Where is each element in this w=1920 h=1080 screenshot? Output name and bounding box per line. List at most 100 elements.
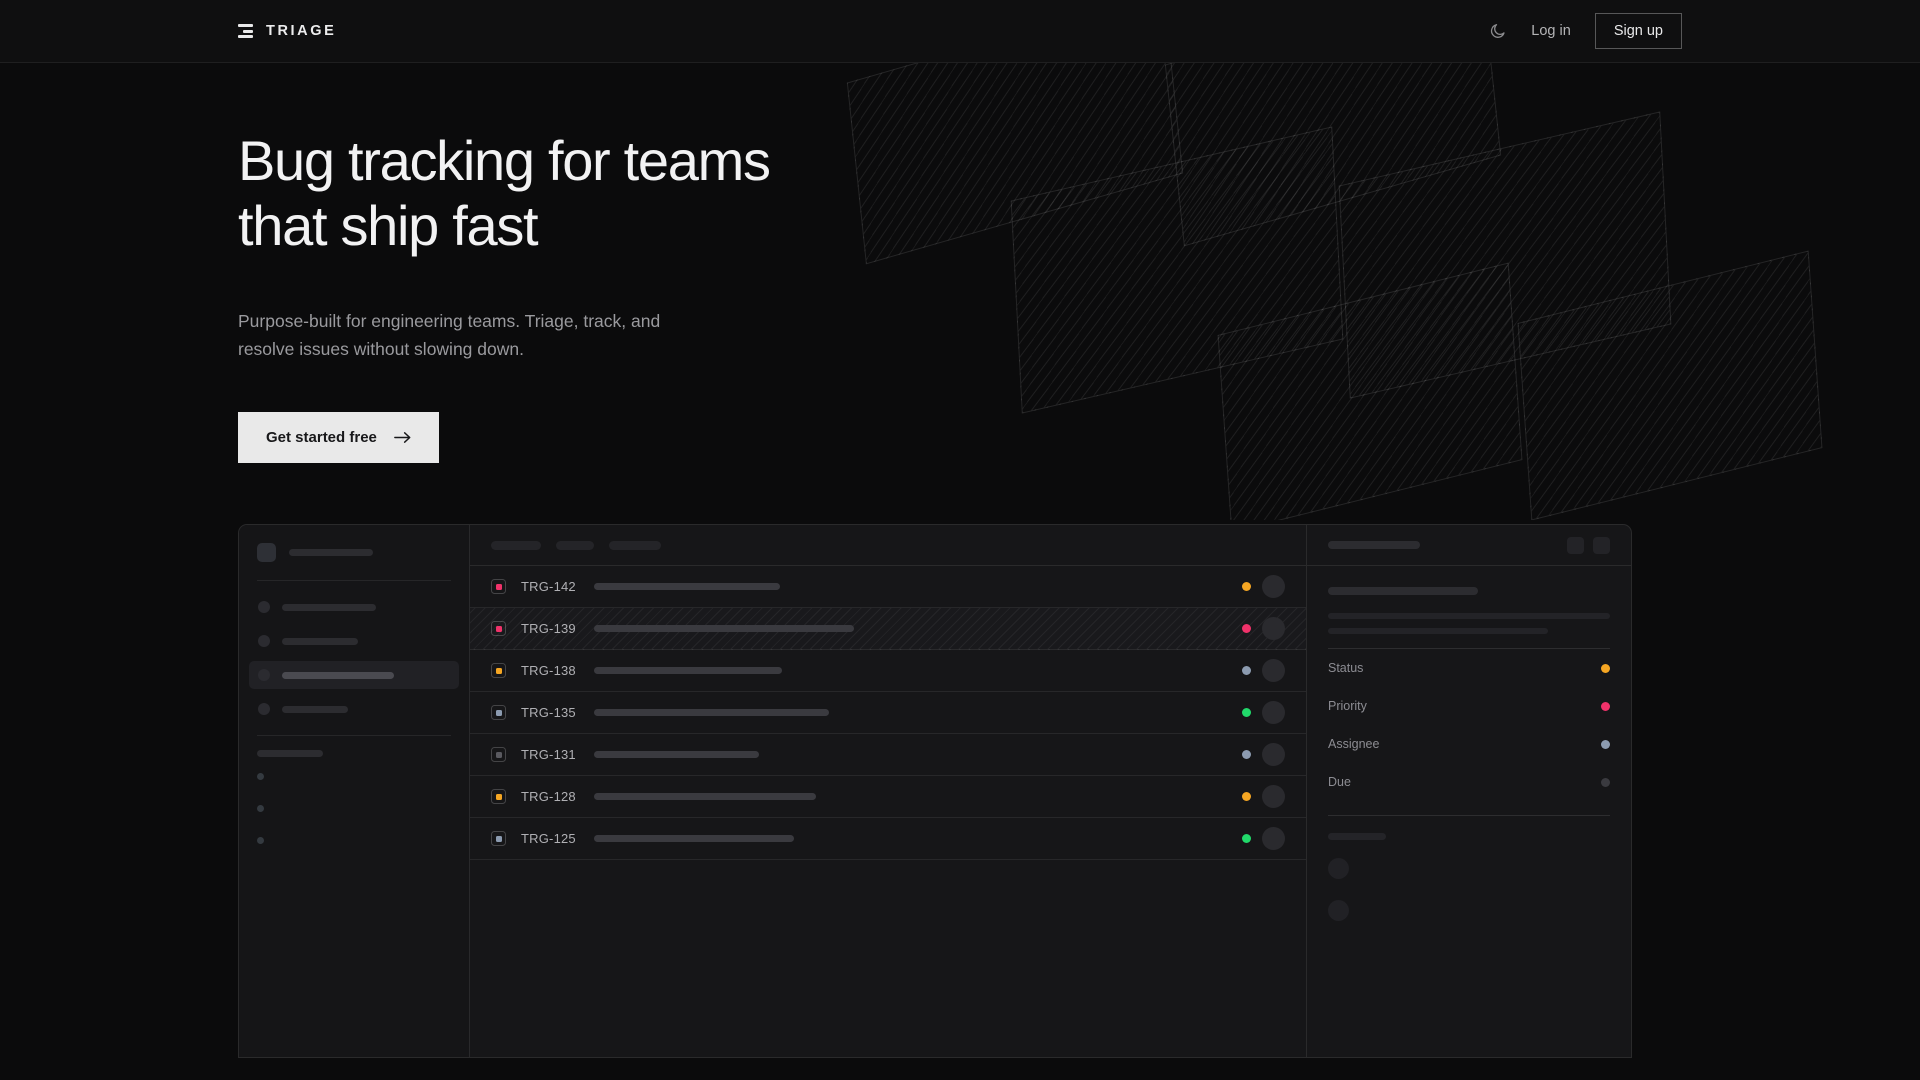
table-row[interactable]: TRG-138: [470, 650, 1306, 692]
site-header: TRIAGE Log in Sign up: [0, 0, 1920, 63]
activity-label-placeholder: [1328, 833, 1386, 840]
label-dot[interactable]: [257, 837, 264, 844]
signup-button[interactable]: Sign up: [1594, 13, 1682, 49]
row-meta: [1242, 827, 1285, 850]
meta-label: Priority: [1328, 699, 1367, 713]
arrow-right-icon: [394, 431, 411, 443]
detail-text-placeholder: [1328, 628, 1548, 634]
issue-id: TRG-138: [521, 663, 576, 678]
row-meta: [1242, 617, 1285, 640]
issue-title-placeholder: [594, 625, 854, 632]
avatar[interactable]: [1262, 743, 1285, 766]
meta-row[interactable]: Status: [1328, 649, 1610, 687]
workspace-switcher[interactable]: [239, 543, 469, 580]
workspace-name-placeholder: [289, 549, 373, 556]
avatar[interactable]: [1262, 701, 1285, 724]
row-meta: [1242, 659, 1285, 682]
sidebar-labels-list: [239, 757, 469, 860]
table-row[interactable]: TRG-125: [470, 818, 1306, 860]
meta-label: Status: [1328, 661, 1364, 675]
meta-row[interactable]: Due: [1328, 763, 1610, 801]
detail-title-placeholder: [1328, 541, 1420, 549]
nav-label-placeholder: [282, 671, 394, 679]
detail-header: [1307, 525, 1631, 566]
meta-value-dot: [1601, 739, 1610, 749]
detail-heading-placeholder: [1328, 587, 1478, 595]
brand-name: TRIAGE: [266, 23, 337, 39]
meta-value-dot: [1601, 663, 1610, 673]
filter-chip[interactable]: [491, 540, 541, 550]
moon-icon[interactable]: [1489, 22, 1507, 40]
filter-chip[interactable]: [609, 540, 661, 550]
nav-label-placeholder: [282, 603, 376, 611]
login-link[interactable]: Log in: [1531, 23, 1571, 39]
filter-chip[interactable]: [556, 540, 594, 550]
table-row[interactable]: TRG-131: [470, 734, 1306, 776]
detail-action-button[interactable]: [1593, 536, 1610, 554]
sidebar-item-3-active[interactable]: [249, 661, 459, 689]
detail-action-button[interactable]: [1567, 536, 1584, 554]
sidebar-item-1[interactable]: [249, 593, 459, 621]
hero-section: Bug tracking for teams that ship fast Pu…: [0, 63, 1920, 463]
detail-text-placeholder: [1328, 613, 1610, 619]
avatar[interactable]: [1262, 785, 1285, 808]
cta-label: Get started free: [266, 428, 377, 446]
brand-logo[interactable]: TRIAGE: [238, 23, 336, 39]
issue-title-placeholder: [594, 709, 829, 716]
nav-icon-placeholder: [258, 703, 270, 715]
page-title: Bug tracking for teams that ship fast: [238, 129, 771, 257]
row-meta: [1242, 575, 1285, 598]
label-dot[interactable]: [257, 805, 264, 812]
activity-list: [1328, 840, 1610, 921]
row-meta: [1242, 743, 1285, 766]
issue-title-placeholder: [594, 835, 794, 842]
priority-icon: [491, 705, 506, 720]
hero-subtitle: Purpose-built for engineering teams. Tri…: [238, 310, 661, 360]
sidebar-section-heading: [239, 736, 469, 757]
issue-list-toolbar: [470, 525, 1306, 566]
avatar[interactable]: [1262, 617, 1285, 640]
priority-icon: [491, 789, 506, 804]
table-row[interactable]: TRG-135: [470, 692, 1306, 734]
issue-id: TRG-131: [521, 747, 576, 762]
issue-id: TRG-125: [521, 831, 576, 846]
detail-divider: [1328, 648, 1610, 649]
priority-icon: [491, 831, 506, 846]
meta-label: Assignee: [1328, 737, 1380, 751]
avatar[interactable]: [1262, 827, 1285, 850]
row-meta: [1242, 785, 1285, 808]
issue-id: TRG-139: [521, 621, 576, 636]
workspace-avatar-placeholder: [257, 543, 276, 562]
nav-icon-placeholder: [258, 669, 270, 681]
label-dot[interactable]: [257, 773, 264, 780]
table-row[interactable]: TRG-139: [470, 608, 1306, 650]
nav-icon-placeholder: [258, 635, 270, 647]
nav-label-placeholder: [282, 637, 358, 645]
row-meta: [1242, 701, 1285, 724]
get-started-button[interactable]: Get started free: [238, 411, 439, 463]
issue-title-placeholder: [594, 793, 816, 800]
priority-icon: [491, 579, 506, 594]
meta-row[interactable]: Assignee: [1328, 725, 1610, 763]
meta-row[interactable]: Priority: [1328, 687, 1610, 725]
status-badge: [1242, 708, 1251, 717]
issue-title-placeholder: [594, 583, 780, 590]
detail-divider: [1328, 815, 1610, 816]
sidebar-item-2[interactable]: [249, 627, 459, 655]
avatar[interactable]: [1262, 575, 1285, 598]
sidebar-divider: [257, 580, 451, 581]
sidebar-item-4[interactable]: [249, 695, 459, 723]
avatar[interactable]: [1328, 858, 1349, 879]
avatar[interactable]: [1262, 659, 1285, 682]
mockup-sidebar: [239, 525, 470, 1057]
nav-icon-placeholder: [258, 601, 270, 613]
meta-value-dot: [1601, 701, 1610, 711]
sidebar-nav: [239, 581, 469, 735]
status-badge: [1242, 582, 1251, 591]
table-row[interactable]: TRG-128: [470, 776, 1306, 818]
stacked-bars-logo-icon: [238, 24, 253, 38]
table-row[interactable]: TRG-142: [470, 566, 1306, 608]
avatar[interactable]: [1328, 900, 1349, 921]
